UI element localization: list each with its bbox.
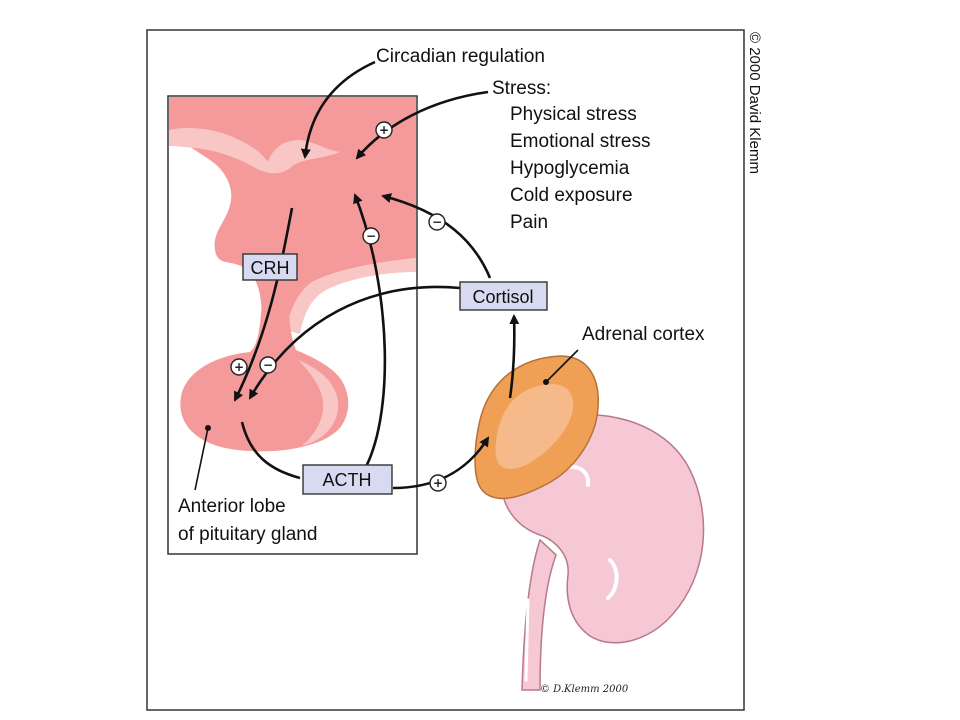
arrow-stress <box>355 90 489 160</box>
pointer-adrenal <box>547 349 579 381</box>
sign-stress: + <box>375 121 393 139</box>
arrow-adrenal-cortisol <box>508 314 520 399</box>
sign-acth-hypothalamus: − <box>362 227 380 245</box>
sign-acth-adrenal: + <box>429 474 447 492</box>
label-circadian: Circadian regulation <box>376 46 545 67</box>
svg-text:ACTH: ACTH <box>323 470 372 490</box>
svg-text:+: + <box>234 360 244 374</box>
sign-cortisol-hypothalamus: − <box>428 213 446 231</box>
svg-text:−: − <box>366 229 376 243</box>
label-anterior-line1: Anterior lobe <box>178 496 286 517</box>
pointer-adrenal-dot <box>543 379 549 385</box>
arrow-cortisol-hypothalamus <box>381 193 492 279</box>
svg-text:−: − <box>432 215 442 229</box>
label-anterior-line2: of pituitary gland <box>178 524 317 545</box>
copyright-text: © 2000 David Klemm <box>746 32 763 174</box>
label-stress-item-2: Emotional stress <box>510 131 650 152</box>
sign-crh-pituitary: + <box>230 358 248 376</box>
arrow-pituitary-acth <box>240 421 301 480</box>
arrow-crh-pituitary <box>233 207 294 402</box>
pointer-anterior <box>194 427 209 491</box>
crh-box: CRH <box>242 253 298 281</box>
adrenal-gland <box>474 355 599 500</box>
label-stress-item-3: Hypoglycemia <box>510 158 630 179</box>
label-stress-item-5: Pain <box>510 212 548 233</box>
sign-cortisol-pituitary: − <box>259 356 277 374</box>
svg-text:−: − <box>263 358 273 372</box>
pointer-anterior-dot <box>205 425 211 431</box>
label-stress-title: Stress: <box>492 78 551 99</box>
arrow-circadian <box>300 60 376 159</box>
acth-box: ACTH <box>302 464 393 495</box>
artist-signature: © D.Klemm 2000 <box>540 684 629 695</box>
svg-text:+: + <box>433 476 443 490</box>
label-adrenal-cortex: Adrenal cortex <box>582 324 705 345</box>
cortisol-box: Cortisol <box>459 281 548 311</box>
hypothalamus <box>169 97 416 334</box>
svg-text:+: + <box>379 123 389 137</box>
svg-text:Cortisol: Cortisol <box>472 287 533 307</box>
label-stress-item-4: Cold exposure <box>510 185 633 206</box>
label-stress-item-1: Physical stress <box>510 104 637 125</box>
arrow-acth-adrenal <box>392 436 490 490</box>
svg-text:CRH: CRH <box>251 258 290 278</box>
